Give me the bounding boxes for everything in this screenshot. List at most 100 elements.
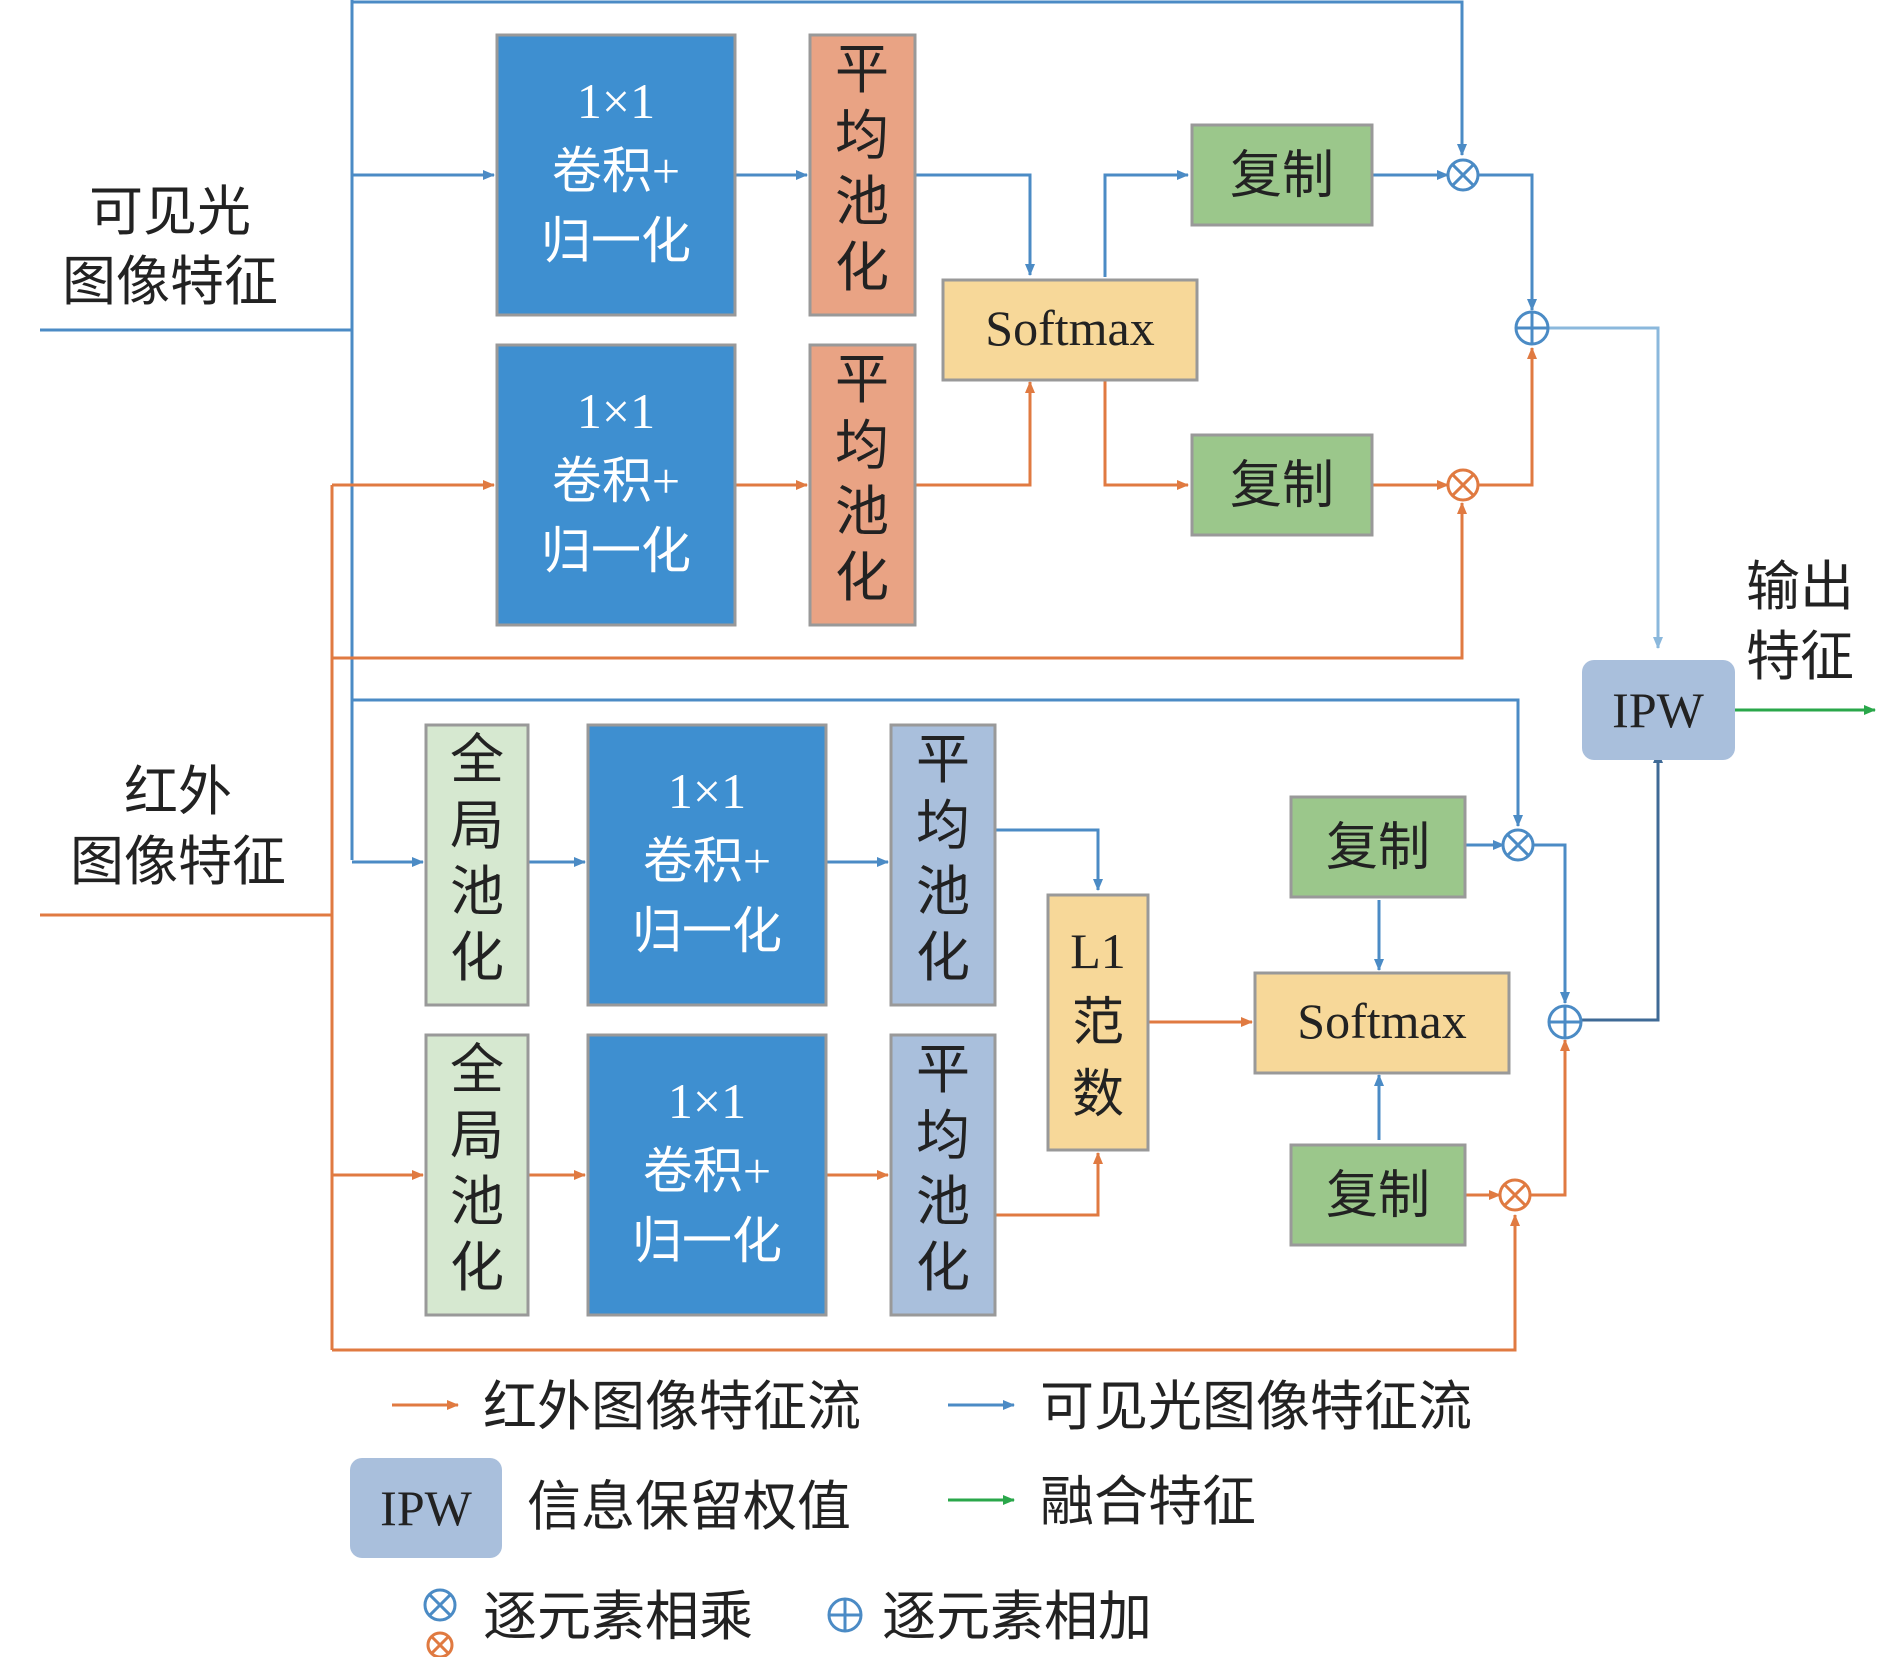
legend-visible-label: 可见光图像特征流 — [1040, 1377, 1472, 1437]
pool1-to-softmax1 — [915, 173, 1035, 276]
conv-label-line2: 卷积+ — [552, 453, 680, 509]
conv-label-line3: 归一化 — [632, 1213, 782, 1269]
avgpool-char: 平 — [916, 730, 970, 790]
avgpool-block-4: 平 均 池 化 — [889, 1033, 997, 1317]
multiply-operator-1 — [1446, 158, 1480, 192]
globalpool-char: 全 — [450, 1040, 504, 1100]
softmax-block-1: Softmax — [941, 278, 1199, 382]
legend-ipw-box-label: IPW — [380, 1480, 472, 1536]
conv-label-line1: 1×1 — [668, 1073, 746, 1129]
infrared-mid-skip — [332, 502, 1467, 660]
conv-label-line2: 卷积+ — [643, 833, 771, 889]
output-label: 特征 — [1746, 627, 1854, 687]
infrared-input-label: 红外 — [124, 762, 232, 822]
legend-ipw-desc: 信息保留权值 — [527, 1477, 851, 1537]
conv-label-line1: 1×1 — [577, 383, 655, 439]
l1norm-char: 数 — [1072, 1067, 1124, 1124]
pool2-to-softmax1 — [915, 381, 1035, 487]
softmax-block-2: Softmax — [1253, 971, 1511, 1075]
copy-label: 复制 — [1326, 820, 1430, 877]
add2-to-ipw — [1582, 751, 1663, 1022]
io-labels: 可见光 图像特征 红外 图像特征 输出 特征 — [62, 182, 1854, 892]
globalpool-char: 池 — [450, 862, 504, 922]
copy-block-1: 复制 — [1190, 123, 1374, 227]
avgpool-block-2: 平 均 池 化 — [808, 343, 917, 627]
avgpool-char: 均 — [835, 416, 889, 476]
multiply-operator-3 — [1501, 828, 1535, 862]
visible-top-skip — [352, 0, 1467, 156]
ipw-block: IPW — [1582, 660, 1735, 760]
avgpool-char: 平 — [835, 350, 889, 410]
mul4-to-add2 — [1530, 1039, 1570, 1197]
conv-label-line1: 1×1 — [577, 73, 655, 129]
globalpool-char: 全 — [450, 730, 504, 790]
copy-label: 复制 — [1230, 148, 1334, 205]
copy-block-4: 复制 — [1289, 1143, 1467, 1247]
avgpool-char: 池 — [916, 862, 970, 922]
conv-label-line3: 归一化 — [541, 213, 691, 269]
conv-label-line2: 卷积+ — [552, 143, 680, 199]
legend-add-label: 逐元素相加 — [882, 1587, 1152, 1647]
mul1-to-add1 — [1478, 173, 1537, 311]
globalpool-char: 局 — [450, 1106, 504, 1166]
ipw-label: IPW — [1612, 682, 1704, 738]
globalpool-block-2: 全 局 池 化 — [424, 1033, 530, 1317]
avgpool-char: 化 — [835, 548, 889, 608]
visible-bottom-skip — [352, 698, 1523, 827]
visible-input-label: 可见光 — [89, 182, 251, 242]
conv-block-2: 1×1 卷积+ 归一化 — [495, 343, 737, 627]
avgpool-block-3: 平 均 池 化 — [889, 723, 997, 1007]
legend-add-icon — [827, 1597, 863, 1633]
add-operator-2 — [1547, 1004, 1583, 1040]
l1norm-char: 范 — [1072, 995, 1124, 1052]
conv-label-line3: 归一化 — [632, 903, 782, 959]
globalpool-char: 化 — [450, 1238, 504, 1298]
conv-block-1: 1×1 卷积+ 归一化 — [495, 33, 737, 317]
l1norm-char: L1 — [1070, 923, 1126, 979]
globalpool-char: 池 — [450, 1172, 504, 1232]
infrared-bottom-skip — [332, 1214, 1520, 1352]
avgpool-char: 平 — [835, 40, 889, 100]
copy-label: 复制 — [1230, 458, 1334, 515]
avgpool-char: 化 — [835, 238, 889, 298]
softmax-label: Softmax — [985, 300, 1154, 356]
conv-block-4: 1×1 卷积+ 归一化 — [586, 1033, 828, 1317]
legend: 红外图像特征流 可见光图像特征流 IPW 信息保留权值 融合特征 逐元素相乘 逐… — [350, 1377, 1472, 1657]
multiply-operator-2 — [1446, 468, 1480, 502]
mul3-to-add2 — [1532, 843, 1570, 1004]
mul2-to-add1 — [1478, 347, 1537, 487]
operators — [1446, 158, 1583, 1212]
l1norm-block: L1 范 数 — [1046, 893, 1150, 1152]
pool4-to-l1 — [995, 1152, 1103, 1217]
legend-multiply-icon-blue — [423, 1588, 457, 1622]
globalpool-block-1: 全 局 池 化 — [424, 723, 530, 1007]
add1-to-ipw — [1548, 326, 1663, 649]
avgpool-char: 均 — [835, 106, 889, 166]
blocks: 1×1 卷积+ 归一化 1×1 卷积+ 归一化 1×1 卷积+ 归一化 1×1 … — [424, 33, 1735, 1317]
legend-multiply-label: 逐元素相乘 — [483, 1587, 753, 1647]
connections — [40, 0, 1876, 1352]
avgpool-block-1: 平 均 池 化 — [808, 33, 917, 317]
multiply-operator-4 — [1498, 1178, 1532, 1212]
legend-multiply-icon-orange — [426, 1631, 454, 1657]
avgpool-char: 池 — [835, 482, 889, 542]
conv-label-line1: 1×1 — [668, 763, 746, 819]
copy-label: 复制 — [1326, 1168, 1430, 1225]
globalpool-char: 化 — [450, 928, 504, 988]
avgpool-char: 均 — [916, 796, 970, 856]
conv-block-3: 1×1 卷积+ 归一化 — [586, 723, 828, 1007]
legend-ipw-box — [350, 1458, 502, 1558]
add-operator-1 — [1514, 310, 1550, 346]
output-label: 输出 — [1746, 557, 1854, 617]
legend-infrared-label: 红外图像特征流 — [483, 1377, 861, 1437]
pool3-to-l1 — [995, 828, 1103, 891]
softmax1-to-copy1 — [1103, 170, 1189, 277]
conv-label-line3: 归一化 — [541, 523, 691, 579]
avgpool-char: 均 — [916, 1106, 970, 1166]
avgpool-char: 化 — [916, 1238, 970, 1298]
infrared-input-label: 图像特征 — [70, 832, 286, 892]
visible-input-label: 图像特征 — [62, 252, 278, 312]
avgpool-char: 池 — [916, 1172, 970, 1232]
avgpool-char: 平 — [916, 1040, 970, 1100]
